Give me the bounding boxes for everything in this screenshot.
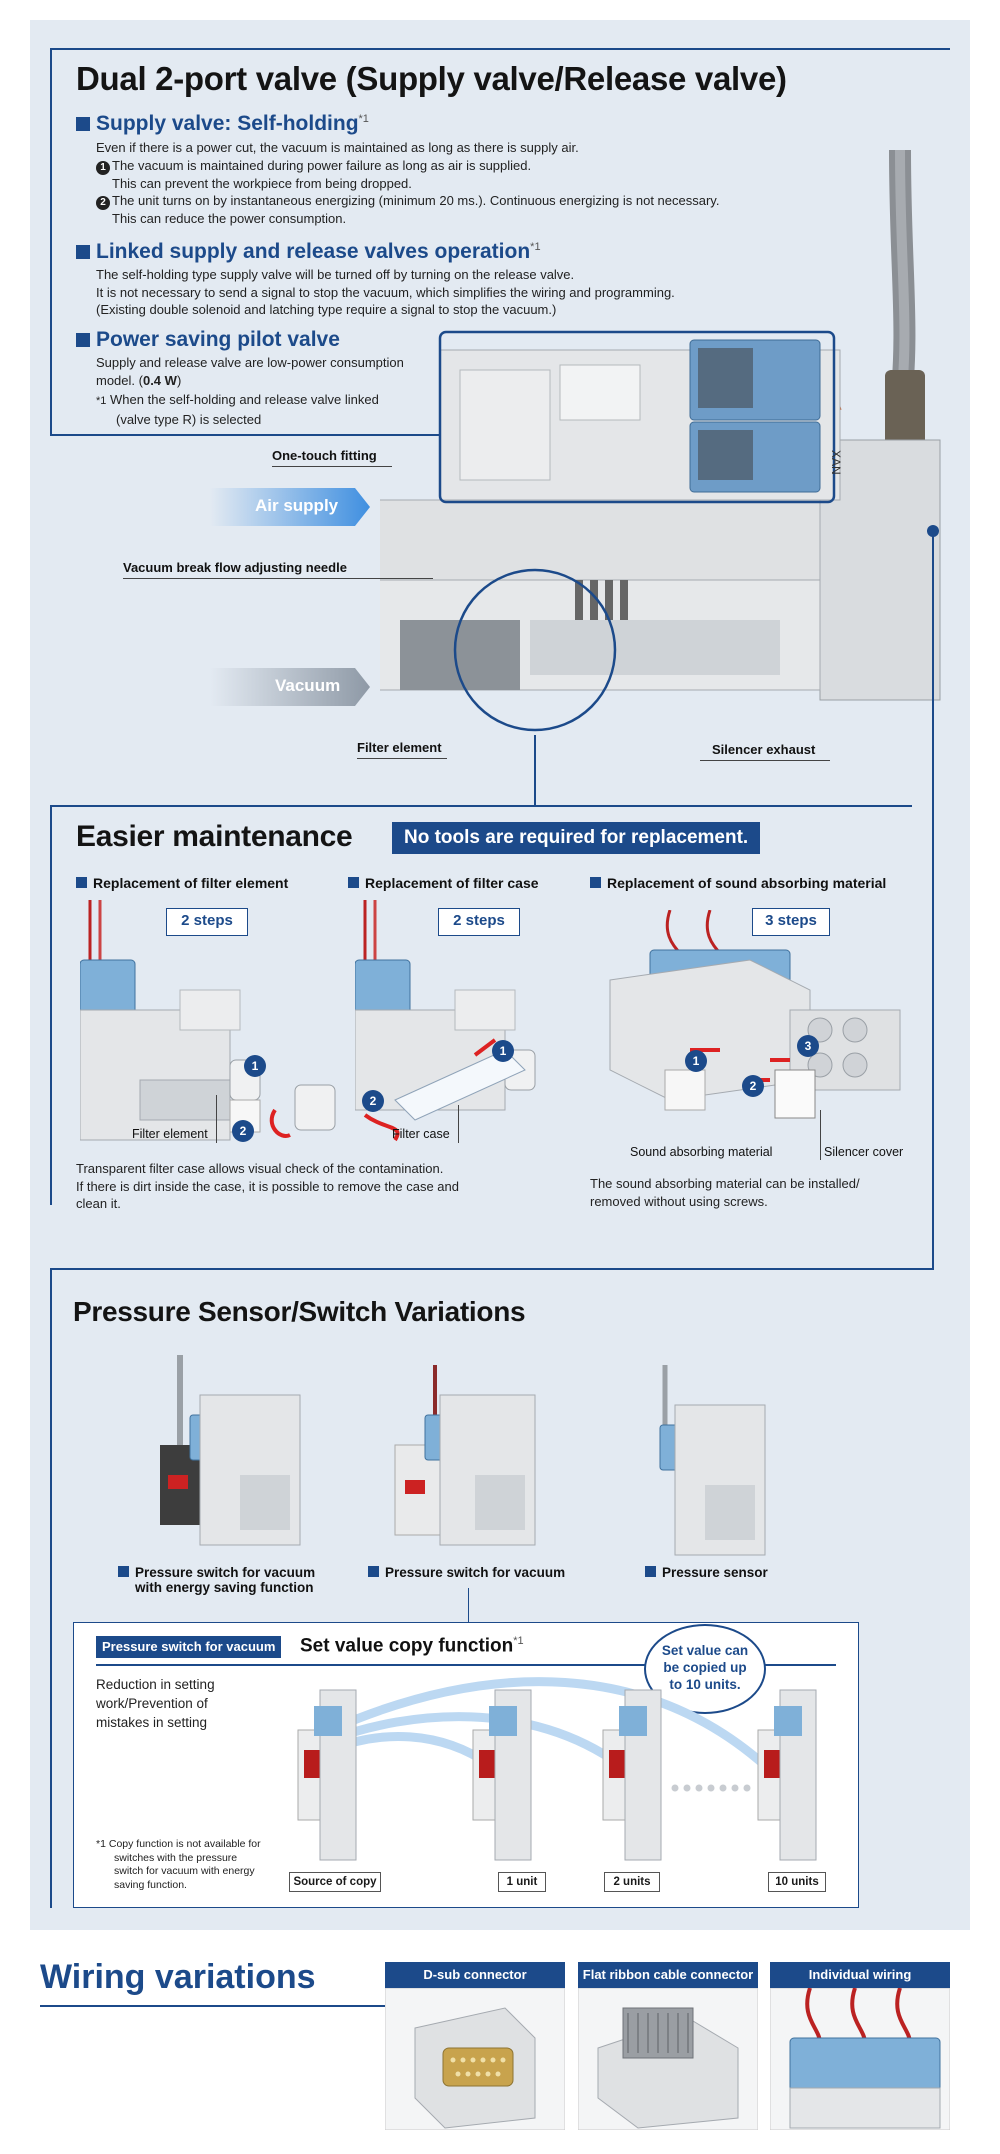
no-tools-badge: No tools are required for replacement.: [392, 822, 761, 854]
maint-frame-left: [50, 805, 52, 1205]
callout-line: [357, 758, 447, 759]
callout-line: [123, 578, 433, 579]
needle-label: Vacuum break flow adjusting needle: [123, 560, 347, 575]
vacuum-label: Vacuum: [275, 676, 341, 695]
wiring-title: Wiring variations: [40, 1958, 316, 1996]
callout-line: [700, 760, 830, 761]
pressure-item-2-label: Pressure switch for vacuum: [368, 1565, 565, 1580]
number-1-icon: 1: [96, 160, 110, 175]
step-3-icon: 3: [797, 1035, 819, 1057]
frame-top-line: [50, 48, 950, 50]
bullet-square-icon: [76, 117, 90, 131]
steps-badge: 2 steps: [166, 908, 248, 936]
step-2-icon: 2: [742, 1075, 764, 1097]
copy-footnote: *1 Copy function is not available for sw…: [96, 1838, 261, 1891]
step-1-icon: 1: [685, 1050, 707, 1072]
callout-line: [272, 466, 392, 467]
wiring-tab-individual: Individual wiring: [770, 1962, 950, 1988]
supply-valve-text: Even if there is a power cut, the vacuum…: [96, 140, 720, 226]
bullet-square-icon: [76, 245, 90, 259]
air-supply-label: Air supply: [255, 496, 339, 515]
air-supply-arrow: [210, 488, 370, 526]
bullet-square-icon: [368, 1566, 379, 1577]
individual-wiring-photo: [770, 1988, 950, 2130]
filter-element-heading: Replacement of filter element: [76, 875, 288, 891]
filter-case-illustration: [355, 900, 536, 1142]
filter-element-illustration: [80, 900, 336, 1141]
filter-element-label: Filter element: [357, 740, 442, 755]
pressure-item-3-label: Pressure sensor: [645, 1565, 768, 1580]
copy-bubble: Set value can be copied up to 10 units.: [644, 1624, 766, 1714]
svg-text:XAN: XAN: [829, 450, 843, 475]
bullet-square-icon: [118, 1566, 129, 1577]
flat-ribbon-photo: [578, 1988, 758, 2130]
unit-1-label: 1 unit: [498, 1872, 546, 1892]
silencer-exhaust-label: Silencer exhaust: [712, 742, 816, 757]
one-touch-fitting-label: One-touch fitting: [272, 448, 377, 463]
callout-line: [820, 1110, 821, 1160]
pressure-sensor-illustration: [659, 1365, 766, 1556]
supply-valve-heading: Supply valve: Self-holding*1: [76, 112, 369, 136]
connector-dot-icon: [927, 525, 939, 537]
frame-bottom-line: [50, 434, 440, 436]
filter-element-caption: Filter element: [132, 1127, 208, 1141]
bullet-square-icon: [590, 877, 601, 888]
sound-absorbing-caption: Sound absorbing material: [630, 1145, 773, 1159]
power-saving-heading: Power saving pilot valve: [76, 328, 340, 352]
connector-line: [534, 735, 536, 805]
copy-diagram: [297, 1677, 817, 1861]
callout-line: [458, 1105, 459, 1143]
dual-valve-title: Dual 2-port valve (Supply valve/Release …: [76, 60, 787, 97]
wiring-tab-flat-ribbon: Flat ribbon cable connector: [578, 1962, 758, 1988]
step-1-icon: 1: [492, 1040, 514, 1062]
step-2-icon: 2: [362, 1090, 384, 1112]
frame-left-line: [50, 48, 52, 436]
filter-description: Transparent filter case allows visual ch…: [76, 1161, 459, 1211]
filter-case-caption: Filter case: [392, 1127, 450, 1141]
linked-operation-text: The self-holding type supply valve will …: [96, 267, 675, 317]
maintenance-title: Easier maintenance: [76, 820, 353, 853]
linked-operation-heading: Linked supply and release valves operati…: [76, 240, 541, 264]
unit-10-label: 10 units: [768, 1872, 826, 1892]
unit-2-label: 2 units: [604, 1872, 660, 1892]
number-2-icon: 2: [96, 196, 110, 210]
pressure-switch-illustration: [394, 1365, 536, 1546]
sound-absorbing-illustration: [609, 910, 901, 1119]
callout-line: [216, 1095, 217, 1143]
copy-title-underline: [96, 1664, 836, 1666]
content-panel: [30, 20, 970, 1930]
sound-absorbing-description: The sound absorbing material can be inst…: [590, 1176, 860, 1209]
maint-frame-top: [50, 805, 912, 807]
pressure-item-1-label: Pressure switch for vacuum with energy s…: [118, 1565, 315, 1595]
bullet-square-icon: [76, 877, 87, 888]
source-of-copy-label: Source of copy: [289, 1872, 381, 1892]
steps-badge: 2 steps: [438, 908, 520, 936]
step-2-icon: 2: [232, 1120, 254, 1142]
pressure-switch-energy-illustration: [160, 1355, 301, 1546]
sound-absorbing-heading: Replacement of sound absorbing material: [590, 875, 886, 891]
connector-line: [468, 1588, 469, 1623]
step-1-icon: 1: [244, 1055, 266, 1077]
power-saving-text: Supply and release valve are low-power c…: [96, 355, 404, 427]
pressure-frame-top: [50, 1268, 934, 1270]
vacuum-unit-illustration: XAN: [380, 150, 941, 732]
steps-badge: 3 steps: [752, 908, 830, 936]
vacuum-arrow: [210, 668, 370, 706]
copy-benefit-text: Reduction in setting work/Prevention of …: [96, 1677, 215, 1730]
copy-function-tag: Pressure switch for vacuum: [96, 1636, 282, 1658]
silencer-cover-caption: Silencer cover: [824, 1145, 904, 1159]
bullet-square-icon: [348, 877, 359, 888]
dsub-connector-photo: [385, 1988, 565, 2130]
frame-right-line: [932, 530, 934, 1270]
pressure-title: Pressure Sensor/Switch Variations: [73, 1296, 526, 1327]
wiring-underline: [40, 2005, 390, 2007]
pressure-frame-left: [50, 1268, 52, 1908]
copy-function-title: Set value copy function*1: [300, 1635, 524, 1657]
wiring-tab-dsub: D-sub connector: [385, 1962, 565, 1988]
filter-case-heading: Replacement of filter case: [348, 875, 539, 891]
bullet-square-icon: [76, 333, 90, 347]
bullet-square-icon: [645, 1566, 656, 1577]
